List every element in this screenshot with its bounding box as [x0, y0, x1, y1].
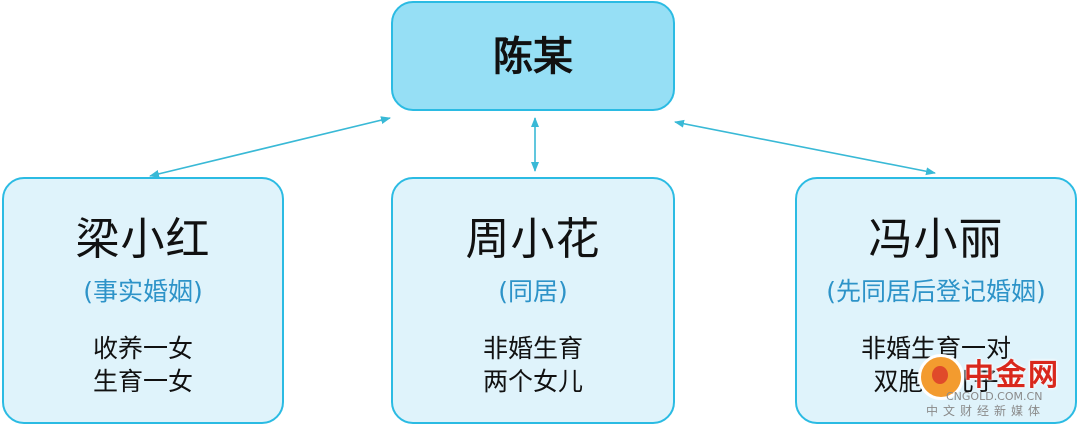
- arrow-top-to-left: [149, 116, 391, 178]
- child-node-name: 冯小丽: [868, 214, 1004, 265]
- child-node-description: 收养一女 生育一女: [4, 332, 282, 398]
- top-node-box: 陈某: [391, 1, 675, 111]
- watermark-site: CNGOLD.COM.CN: [946, 390, 1043, 403]
- description-line: 生育一女: [92, 367, 193, 396]
- description-line: 非婚生育: [482, 334, 583, 363]
- child-node-name: 梁小红: [75, 214, 211, 265]
- watermark-title: 中金网: [964, 358, 1060, 393]
- description-line: 收养一女: [92, 334, 193, 363]
- arrow-top-to-right: [674, 119, 936, 176]
- description-line: 两个女儿: [482, 367, 583, 396]
- child-node-middle: 周小花 (同居) 非婚生育 两个女儿: [391, 177, 675, 424]
- child-node-relation: (同居): [498, 277, 568, 306]
- watermark-tagline: 中文财经新媒体: [926, 404, 1046, 418]
- watermark-logo-icon: [918, 354, 964, 400]
- child-node-description: 非婚生育 两个女儿: [393, 332, 673, 398]
- child-node-name: 周小花: [465, 214, 601, 265]
- child-node-relation: (事实婚姻): [83, 277, 203, 306]
- top-node-name: 陈某: [493, 34, 573, 80]
- child-node-right: 冯小丽 (先同居后登记婚姻) 非婚生育一对 双胞胎儿子: [795, 177, 1077, 424]
- child-node-left: 梁小红 (事实婚姻) 收养一女 生育一女: [2, 177, 284, 424]
- child-node-relation: (先同居后登记婚姻): [826, 277, 1046, 306]
- watermark: 中金网 CNGOLD.COM.CN 中文财经新媒体: [912, 350, 1072, 420]
